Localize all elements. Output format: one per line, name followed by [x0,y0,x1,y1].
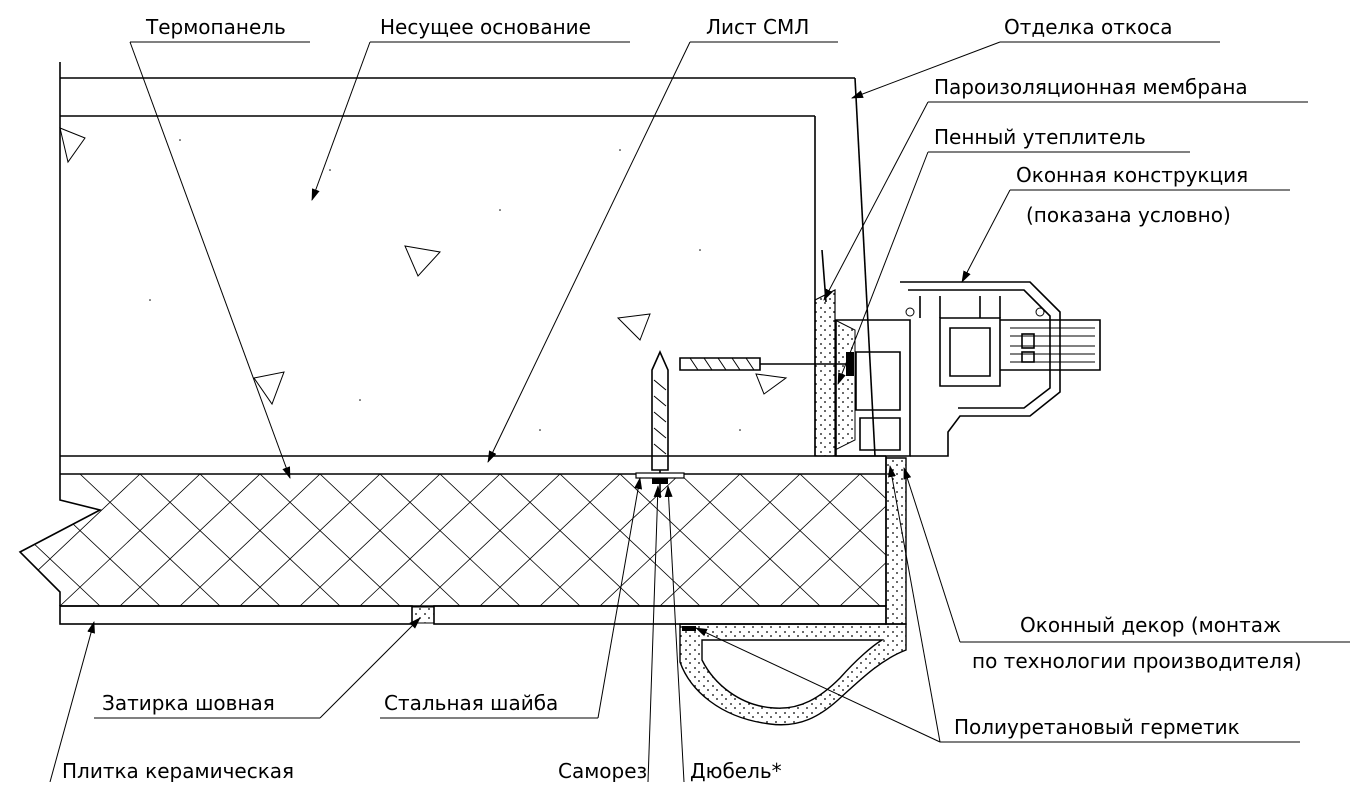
panel-fixing [635,350,685,498]
label-screw: Саморез [558,759,647,782]
label-vapor-membrane: Пароизоляционная мембрана [934,75,1248,99]
foam-insulation [814,249,856,457]
window-frame [835,281,1101,457]
label-steel-washer: Стальная шайба [384,691,558,715]
label-bearing-base: Несущее основание [380,15,591,39]
label-ceramic-tile: Плитка керамическая [62,759,294,782]
bearing-base-wall [59,62,886,474]
window-decor [679,457,907,726]
label-slope-finish: Отделка откоса [1004,15,1172,39]
label-window-decor-note: по технологии производителя) [972,649,1302,673]
label-window-decor: Оконный декор (монтаж [1020,613,1281,637]
label-window-construction: Оконная конструкция [1016,163,1248,187]
label-pu-sealant: Полиуретановый герметик [954,715,1240,739]
label-foam-insulation: Пенный утеплитель [934,125,1146,149]
label-grout: Затирка шовная [102,691,275,715]
label-thermopanel: Термопанель [145,15,286,39]
ceramic-tile [59,605,887,625]
thermopanel [18,456,887,607]
label-window-construction-note: (показана условно) [1026,203,1231,227]
frame-dowel [679,352,854,376]
label-dowel: Дюбель* [690,759,782,782]
label-gsm-sheet: Лист СМЛ [706,15,809,39]
leader-lines [49,41,1350,783]
